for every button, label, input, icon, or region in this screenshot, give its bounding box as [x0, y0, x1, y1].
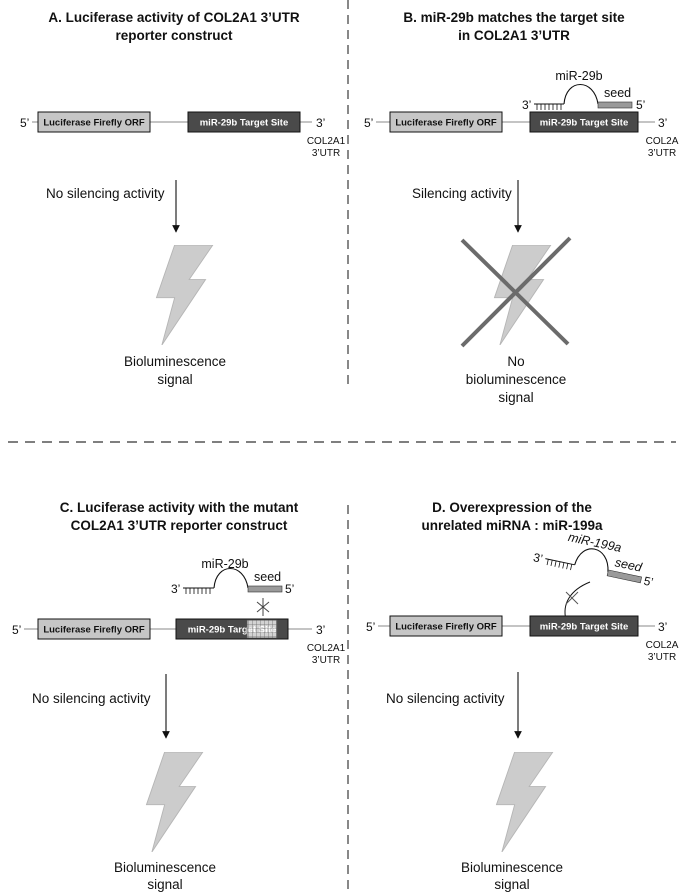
panel-a-target-box [187, 111, 301, 133]
panel-d-activity: No silencing activity [386, 691, 505, 706]
panel-d-five-prime: 5’ [366, 620, 375, 634]
panel-c-mirna-5prime: 5’ [285, 582, 294, 596]
panel-a-title-line1: A. Luciferase activity of COL2A1 3’UTR [48, 10, 300, 25]
panel-d-orf-box [389, 615, 503, 637]
panel-d-mirna-label: miR-199a [567, 530, 623, 555]
panel-b-utr-line2: 3’UTR [648, 148, 676, 159]
panel-b-mirna-3prime: 3’ [522, 98, 531, 112]
panel-c: C. Luciferase activity with the mutant C… [12, 500, 346, 892]
panel-d-title-line1: D. Overexpression of the [432, 500, 592, 515]
panel-b-orf-box [389, 111, 503, 133]
panel-b-three-prime: 3’ [658, 116, 667, 130]
panel-d-utr-line2: 3’UTR [648, 652, 676, 663]
panel-d-title-line2: unrelated miRNA : miR-199a [421, 518, 603, 533]
panel-b-signal-line3: signal [498, 390, 533, 405]
panel-d-three-prime: 3’ [658, 620, 667, 634]
panel-a-three-prime: 3’ [316, 116, 325, 130]
panel-c-utr-line1: COL2A1 [307, 643, 346, 654]
panel-c-three-prime: 3’ [316, 623, 325, 637]
panel-c-mutation-grid [246, 619, 278, 639]
panel-b-signal-line2: bioluminescence [466, 372, 567, 387]
panel-d-blocked-icon [565, 591, 579, 605]
panel-c-utr-line2: 3’UTR [312, 655, 340, 666]
panel-b-bolt-icon [493, 245, 552, 345]
panel-b-utr-line1: COL2A [646, 136, 679, 147]
panel-c-seed-region [247, 585, 283, 593]
panel-c-mirna-3p-ticks [185, 588, 211, 594]
panel-b-title-line1: B. miR-29b matches the target site [403, 10, 625, 25]
panel-d-mirna: miR-199a seed 3’ 5’ [532, 530, 655, 590]
panel-b-seed-region [597, 101, 633, 109]
panel-c-title-line1: C. Luciferase activity with the mutant [60, 500, 299, 515]
panel-c-seed-label: seed [254, 570, 281, 584]
panel-d-target-label: miR-29b Target Site [540, 622, 629, 633]
panel-c-five-prime: 5’ [12, 623, 21, 637]
panel-d-seed-label: seed [614, 555, 644, 575]
panel-b-activity: Silencing activity [412, 186, 512, 201]
panel-b-title-line2: in COL2A1 3’UTR [458, 28, 570, 43]
panel-d-mirna-5prime: 5’ [642, 574, 654, 590]
panel-c-signal-line1: Bioluminescence [114, 860, 216, 875]
panel-d-signal-line2: signal [494, 877, 529, 892]
panel-b-target-box [529, 111, 639, 133]
panel-c-signal-line2: signal [147, 877, 182, 892]
panel-a: A. Luciferase activity of COL2A1 3’UTR r… [20, 10, 346, 387]
panel-c-target-label: miR-29b Target Site [188, 625, 277, 636]
panel-c-orf-label: Luciferase Firefly ORF [43, 625, 145, 636]
panel-c-mirna-label: miR-29b [201, 557, 248, 571]
panel-c-title-line2: COL2A1 3’UTR reporter construct [71, 518, 288, 533]
panel-a-title-line2: reporter construct [115, 28, 233, 43]
panel-d-bolt-icon [495, 752, 554, 852]
panel-a-utr-line2: 3’UTR [312, 148, 340, 159]
panel-d-mirna-loop [574, 548, 609, 572]
panel-b: B. miR-29b matches the target site in CO… [364, 10, 679, 405]
panel-d-orf-label: Luciferase Firefly ORF [395, 622, 497, 633]
panel-b-target-label: miR-29b Target Site [540, 118, 629, 129]
panel-b-signal-line1: No [507, 354, 524, 369]
panel-c-orf-box [37, 618, 151, 640]
panel-a-orf-label: Luciferase Firefly ORF [43, 118, 145, 129]
panel-a-bolt-icon [155, 245, 214, 345]
panel-a-utr-line1: COL2A1 [307, 136, 346, 147]
panel-d-seed-region [606, 569, 642, 584]
panel-b-mirna-3p-ticks [536, 104, 562, 110]
panel-c-mirna-loop [213, 568, 249, 589]
panel-d-utr-line1: COL2A [646, 640, 679, 651]
panel-d-mirna-3prime: 3’ [532, 550, 544, 566]
panel-c-blocked-icon [256, 598, 270, 616]
panel-b-cross-stroke-2 [460, 236, 572, 348]
panel-d-mirna-3p-ticks [546, 559, 573, 571]
panel-d: D. Overexpression of the unrelated miRNA… [366, 500, 679, 892]
panel-a-signal-line2: signal [157, 372, 192, 387]
panel-c-activity: No silencing activity [32, 691, 151, 706]
panel-d-target-box [529, 615, 639, 637]
panel-b-mirna-loop [563, 84, 599, 105]
panel-b-seed-label: seed [604, 86, 631, 100]
panel-a-signal-line1: Bioluminescence [124, 354, 226, 369]
panel-b-orf-label: Luciferase Firefly ORF [395, 118, 497, 129]
panel-b-five-prime: 5’ [364, 116, 373, 130]
panel-c-mirna-3prime: 3’ [171, 582, 180, 596]
panel-a-five-prime: 5’ [20, 116, 29, 130]
panel-a-orf-box [37, 111, 151, 133]
panel-b-mirna-label: miR-29b [555, 69, 602, 83]
panel-b-mirna-5prime: 5’ [636, 98, 645, 112]
panel-a-activity: No silencing activity [46, 186, 165, 201]
panel-c-bolt-icon [145, 752, 204, 852]
panel-d-signal-line1: Bioluminescence [461, 860, 563, 875]
panel-a-target-label: miR-29b Target Site [200, 118, 289, 129]
